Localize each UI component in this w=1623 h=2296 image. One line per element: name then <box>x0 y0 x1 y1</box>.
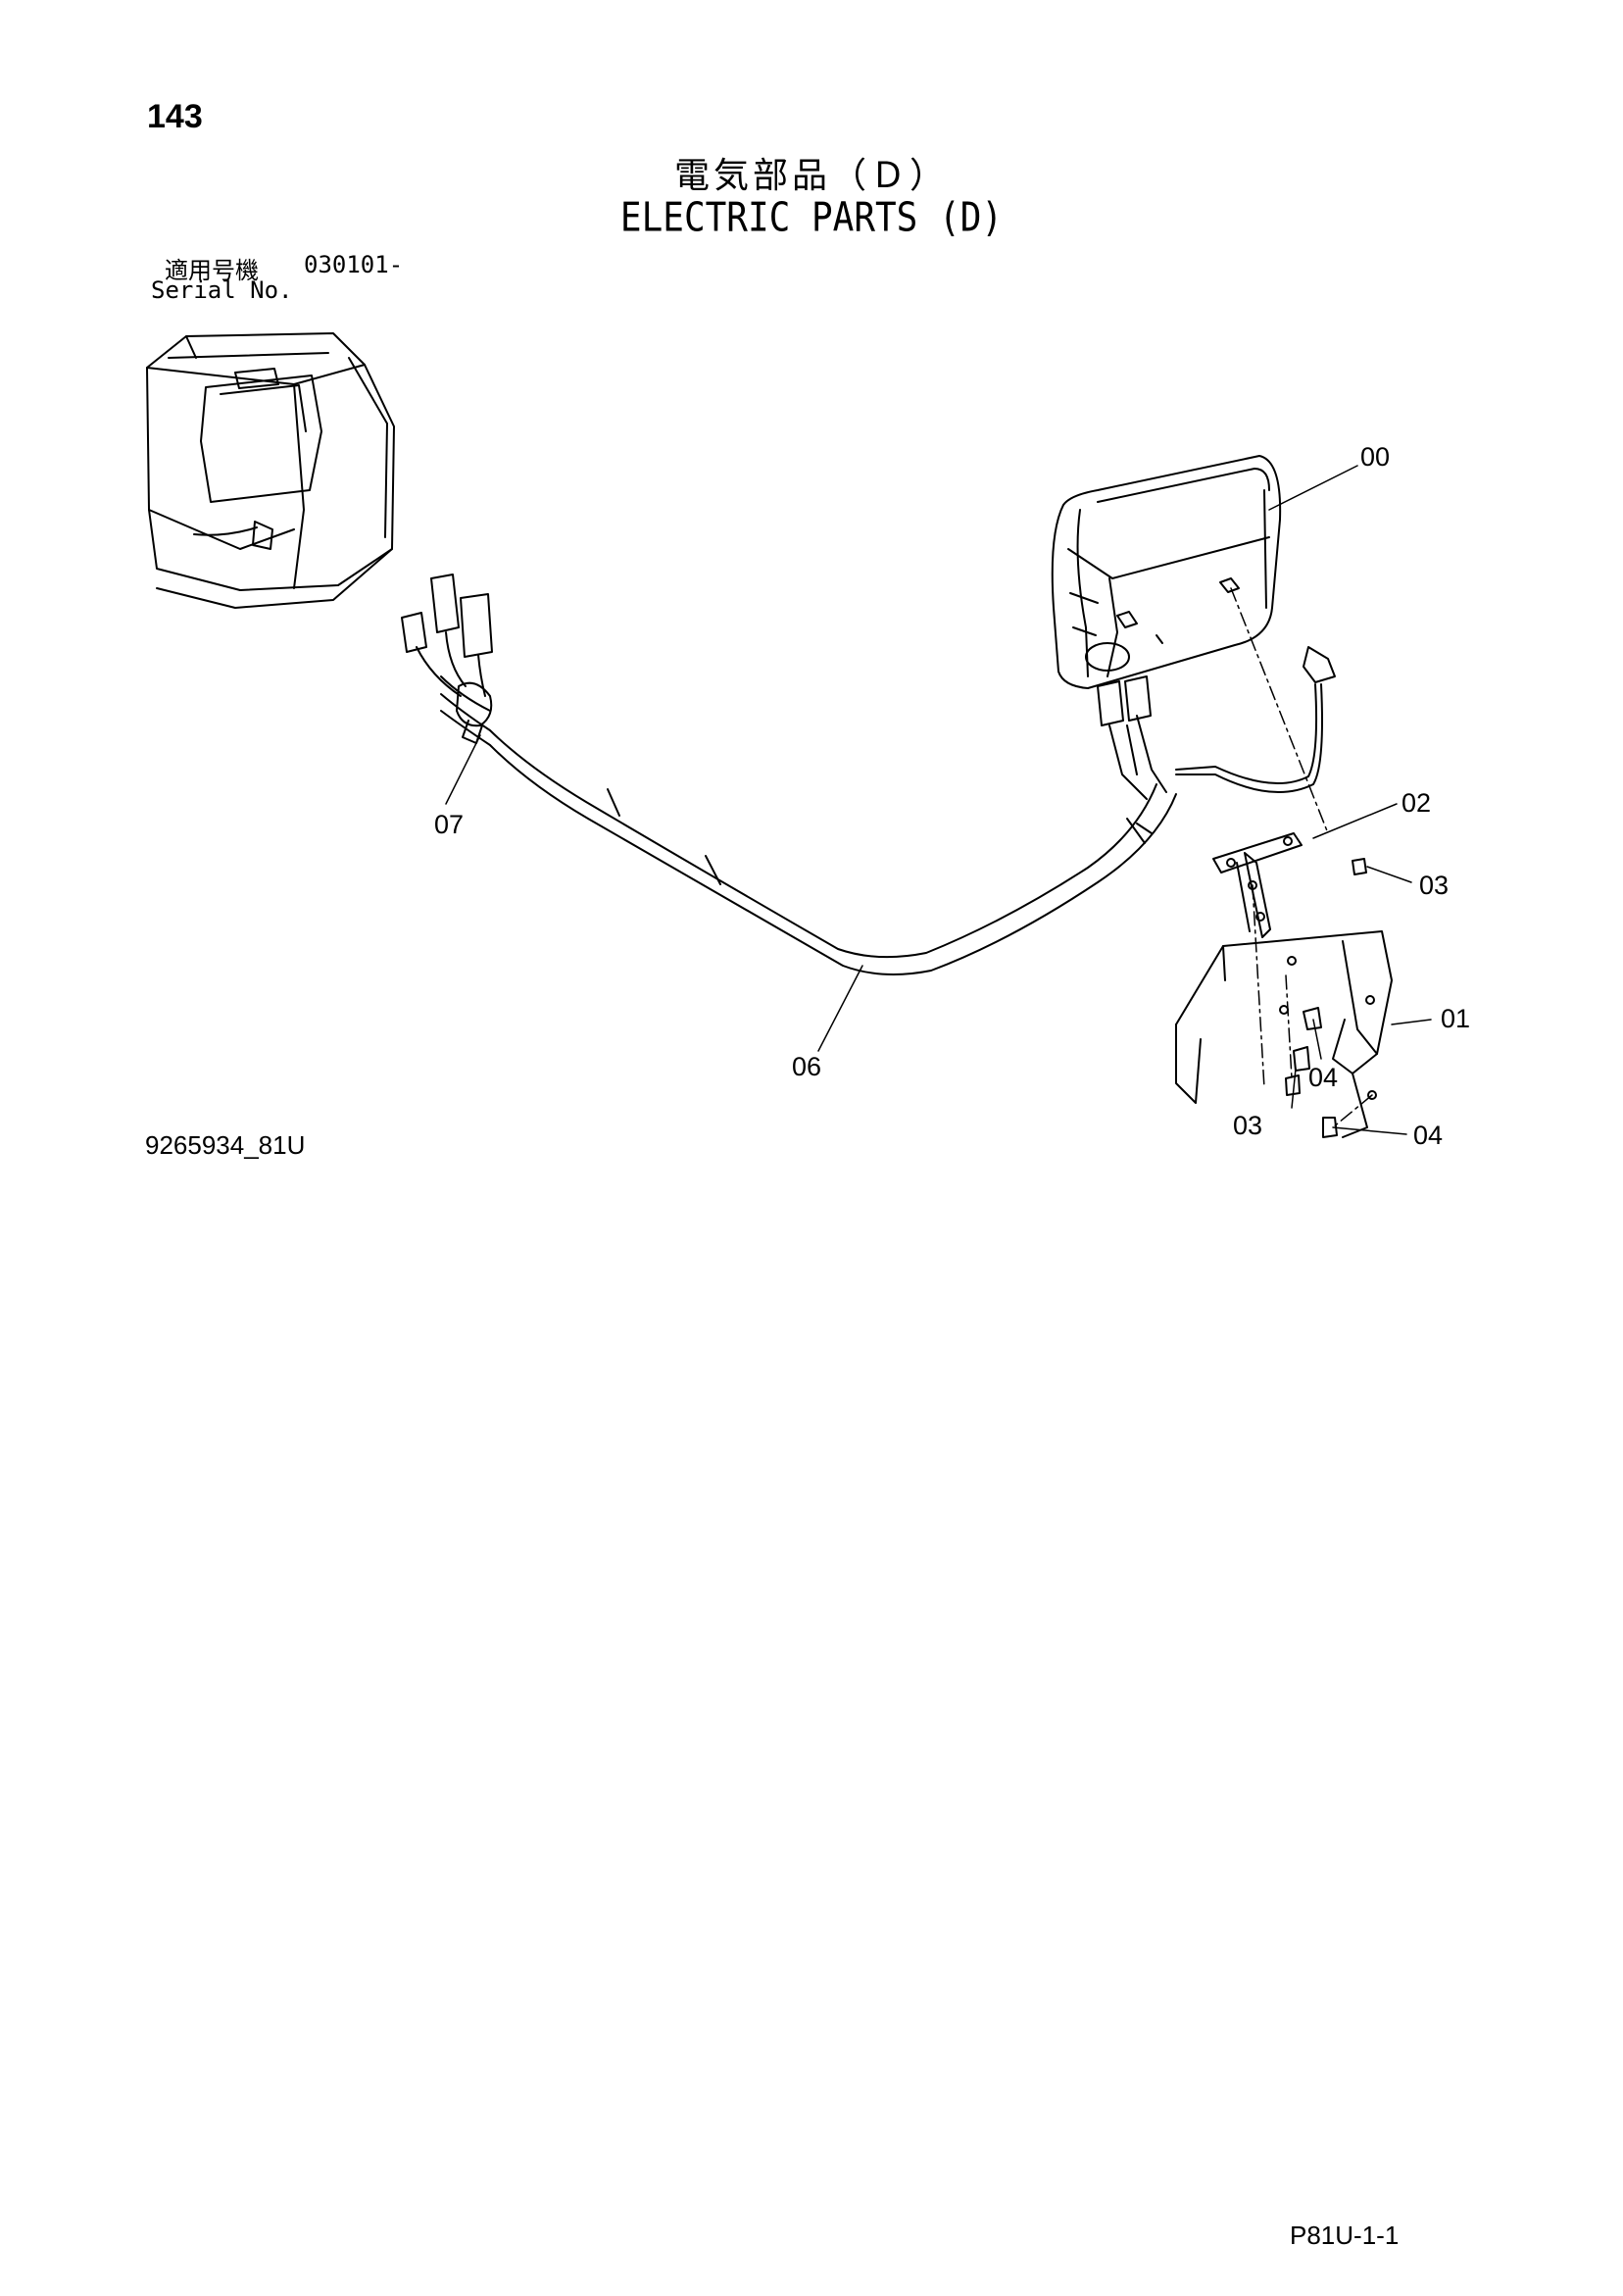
drawing-number: 9265934_81U <box>145 1130 306 1160</box>
callout-06: 06 <box>792 1052 821 1081</box>
callout-00: 00 <box>1360 442 1390 472</box>
monitor-connectors <box>1097 675 1167 800</box>
callout-04-lower: 04 <box>1413 1121 1443 1150</box>
leader-lines <box>445 465 1432 1135</box>
bracket-lower <box>1175 930 1393 1138</box>
page-number: 143 <box>147 98 203 135</box>
wire-harness <box>440 693 1177 975</box>
serial-label-japanese: 適用号機 <box>165 257 259 284</box>
callout-07: 07 <box>434 810 464 839</box>
page-code: P81U-1-1 <box>1290 2221 1400 2250</box>
callout-01: 01 <box>1441 1004 1470 1033</box>
harness-end-connectors <box>401 574 493 712</box>
callout-02: 02 <box>1402 788 1431 818</box>
bracket-upper <box>1212 832 1303 938</box>
serial-value: 030101- <box>304 251 404 278</box>
fasteners <box>1285 858 1367 1138</box>
assembly-lines <box>1230 587 1373 1128</box>
callout-04-upper: 04 <box>1308 1063 1338 1092</box>
page-title-english: ELECTRIC PARTS (D) <box>619 194 1004 242</box>
callout-03-lower: 03 <box>1233 1111 1262 1140</box>
cab-location-thumbnail <box>146 332 395 609</box>
plug-cable <box>1175 646 1336 793</box>
monitor-assembly <box>1051 455 1282 689</box>
page-title-japanese: 電気部品（Ｄ） <box>673 156 949 196</box>
serial-label-english: Serial No. <box>151 276 293 304</box>
clamp <box>456 681 493 744</box>
callout-03-upper: 03 <box>1419 871 1449 900</box>
